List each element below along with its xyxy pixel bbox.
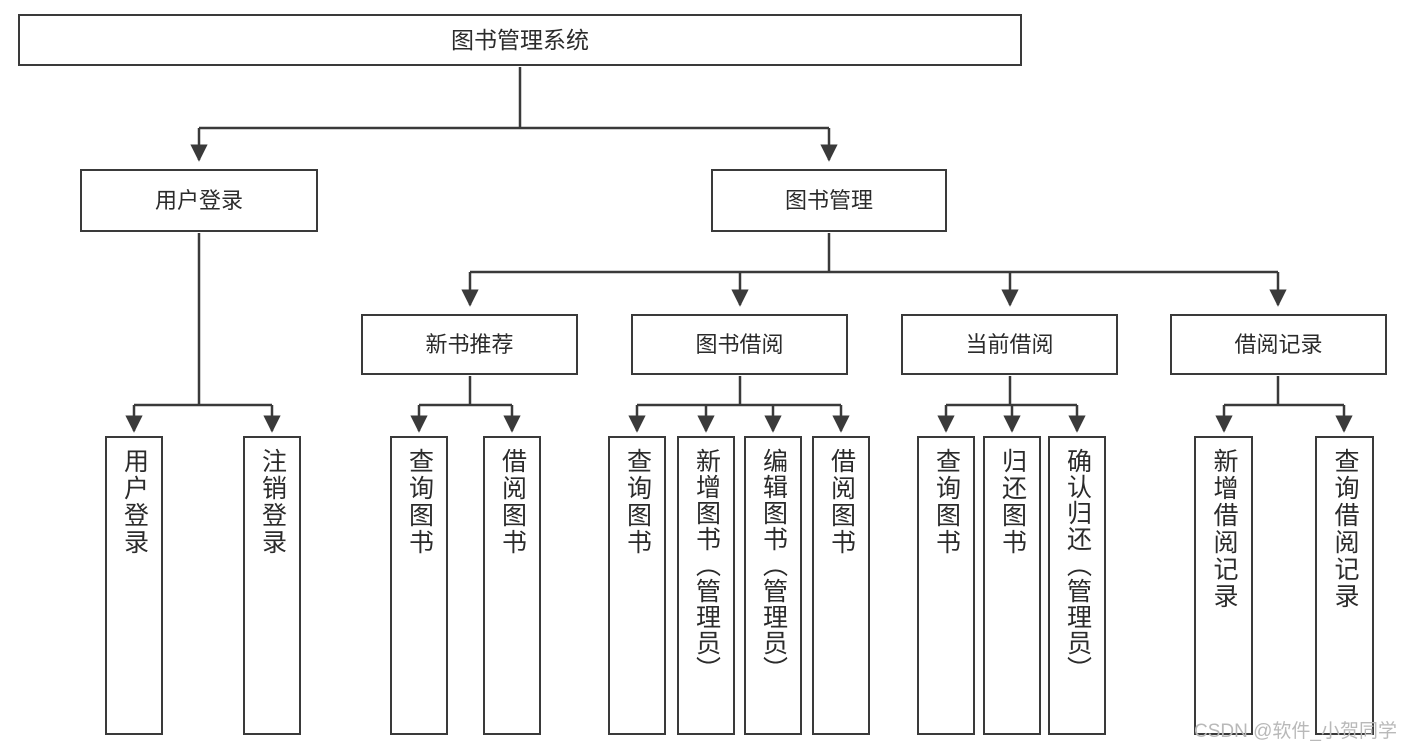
node-leaf-logout-login[interactable]: 注销登录 bbox=[243, 436, 301, 735]
node-label: 确认归还（管理员） bbox=[1063, 448, 1092, 682]
node-user-login[interactable]: 用户登录 bbox=[80, 169, 318, 232]
node-label: 当前借阅 bbox=[965, 331, 1054, 357]
node-label: 编辑图书（管理员） bbox=[759, 448, 788, 682]
node-leaf-confirm-return[interactable]: 确认归还（管理员） bbox=[1048, 436, 1106, 735]
node-book-manage[interactable]: 图书管理 bbox=[711, 169, 947, 232]
csdn-watermark: CSDN @软件_小贺同学 bbox=[1194, 721, 1397, 742]
node-label: 查询图书 bbox=[932, 448, 961, 556]
node-label: 用户登录 bbox=[120, 448, 149, 556]
node-label: 借阅图书 bbox=[498, 448, 527, 556]
node-label: 新增借阅记录 bbox=[1210, 448, 1238, 610]
node-label: 借阅记录 bbox=[1234, 331, 1323, 357]
node-leaf-edit-book[interactable]: 编辑图书（管理员） bbox=[744, 436, 802, 735]
node-label: 查询图书 bbox=[623, 448, 652, 556]
node-label: 新增图书（管理员） bbox=[692, 448, 721, 682]
node-leaf-borrow-book-2[interactable]: 借阅图书 bbox=[812, 436, 870, 735]
node-leaf-query-record[interactable]: 查询借阅记录 bbox=[1315, 436, 1374, 735]
node-root-system[interactable]: 图书管理系统 bbox=[18, 14, 1022, 66]
node-leaf-query-book-1[interactable]: 查询图书 bbox=[390, 436, 448, 735]
node-label: 查询借阅记录 bbox=[1331, 448, 1359, 610]
node-leaf-user-login[interactable]: 用户登录 bbox=[105, 436, 163, 735]
node-label: 用户登录 bbox=[154, 187, 243, 213]
node-label: 图书管理系统 bbox=[451, 26, 589, 53]
node-label: 图书管理 bbox=[784, 187, 873, 213]
node-label: 借阅图书 bbox=[827, 448, 856, 556]
node-label: 注销登录 bbox=[258, 448, 287, 556]
node-leaf-query-book-2[interactable]: 查询图书 bbox=[608, 436, 666, 735]
node-leaf-add-book[interactable]: 新增图书（管理员） bbox=[677, 436, 735, 735]
node-label: 新书推荐 bbox=[425, 331, 514, 357]
node-borrow-record[interactable]: 借阅记录 bbox=[1170, 314, 1387, 375]
node-book-borrow[interactable]: 图书借阅 bbox=[631, 314, 848, 375]
node-leaf-borrow-book-1[interactable]: 借阅图书 bbox=[483, 436, 541, 735]
node-label: 查询图书 bbox=[405, 448, 434, 556]
node-leaf-query-book-3[interactable]: 查询图书 bbox=[917, 436, 975, 735]
node-label: 归还图书 bbox=[998, 448, 1027, 556]
node-leaf-add-record[interactable]: 新增借阅记录 bbox=[1194, 436, 1253, 735]
node-label: 图书借阅 bbox=[695, 331, 784, 357]
node-current-borrow[interactable]: 当前借阅 bbox=[901, 314, 1118, 375]
node-new-book-rec[interactable]: 新书推荐 bbox=[361, 314, 578, 375]
node-leaf-return-book[interactable]: 归还图书 bbox=[983, 436, 1041, 735]
